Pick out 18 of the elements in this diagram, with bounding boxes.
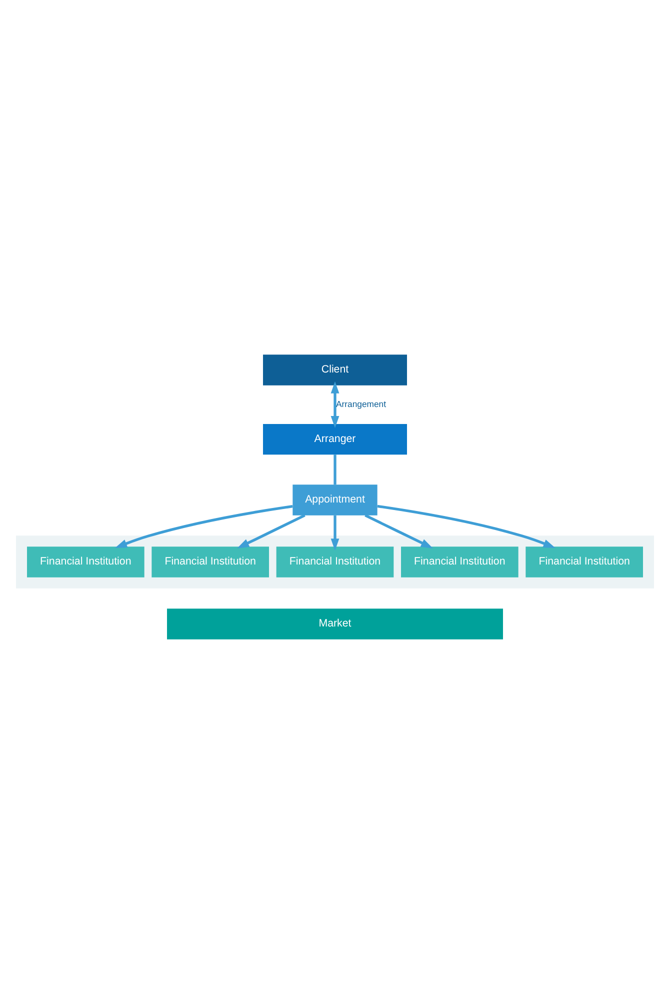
node-box: Appointment: [292, 484, 378, 516]
edge-label: Arrangement: [336, 398, 386, 409]
connector: [334, 454, 336, 485]
node-box: Client: [263, 354, 407, 386]
arrow: [237, 514, 306, 548]
arrow: [330, 381, 340, 428]
arrow: [330, 515, 340, 551]
arrow: [377, 504, 556, 548]
node-box: Financial Institution: [27, 546, 144, 578]
node-box: Financial Institution: [401, 546, 518, 578]
node-box: Market: [167, 608, 503, 640]
arrow: [115, 504, 293, 548]
cluster: [16, 536, 654, 588]
arrow: [364, 514, 433, 548]
node-box: Financial Institution: [276, 546, 394, 578]
node-box: Financial Institution: [152, 546, 269, 578]
node-box: Financial Institution: [526, 546, 643, 578]
node-box: Arranger: [263, 424, 407, 455]
